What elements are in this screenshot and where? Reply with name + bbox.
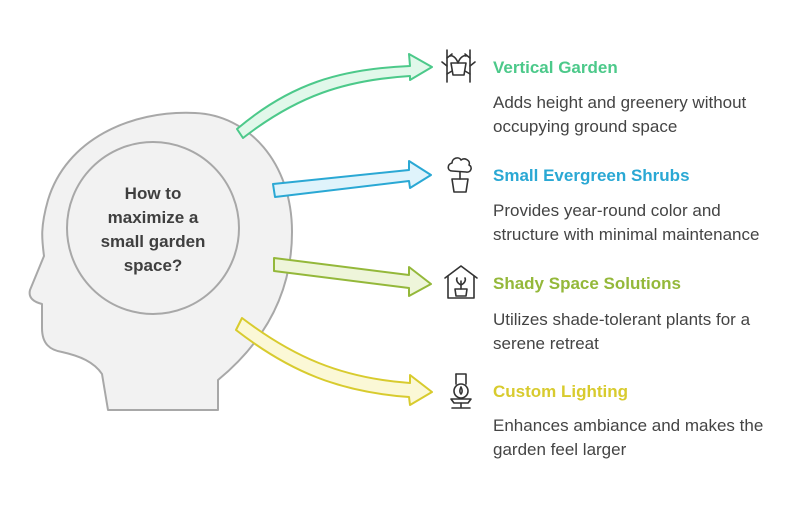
item-desc-custom-lighting: Enhances ambiance and makes the garden f… — [493, 416, 764, 459]
lamp-icon — [450, 373, 472, 409]
item-title-vertical-garden: Vertical Garden — [493, 58, 618, 77]
center-question: How to maximize a small garden space? — [100, 184, 206, 275]
house-plant-icon — [444, 265, 478, 299]
arrow-shady-space — [273, 257, 432, 297]
item-title-evergreen-shrubs: Small Evergreen Shrubs — [493, 166, 690, 185]
vine-plant-icon — [441, 49, 476, 83]
arrow-vertical-garden — [236, 53, 433, 139]
item-desc-vertical-garden: Adds height and greenery without occupyi… — [493, 93, 747, 136]
item-desc-evergreen-shrubs: Provides year-round color and structure … — [493, 201, 760, 244]
item-desc-shady-space: Utilizes shade-tolerant plants for a ser… — [493, 310, 751, 353]
arrow-custom-lighting — [235, 317, 433, 406]
item-title-custom-lighting: Custom Lighting — [493, 382, 629, 401]
arrow-evergreen-shrubs — [272, 160, 432, 198]
potted-shrub-icon — [447, 157, 472, 193]
item-title-shady-space: Shady Space Solutions — [493, 274, 681, 293]
thought-circle — [66, 141, 240, 315]
